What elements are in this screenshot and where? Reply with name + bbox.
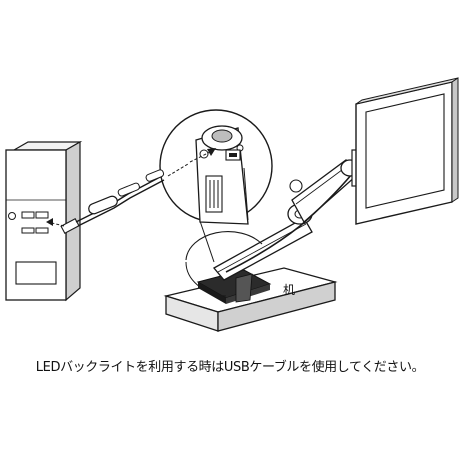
pc-tower — [5, 140, 83, 302]
desk-label: 机 — [283, 283, 296, 297]
detail-magnifier — [159, 109, 273, 263]
monitor — [355, 77, 459, 225]
usb-instruction-caption: LEDバックライトを利用する時はUSBケーブルを使用してください。 — [35, 360, 425, 375]
clamp-base — [196, 269, 272, 304]
usb-cable — [46, 163, 189, 235]
base-zoom-circle — [185, 231, 263, 297]
